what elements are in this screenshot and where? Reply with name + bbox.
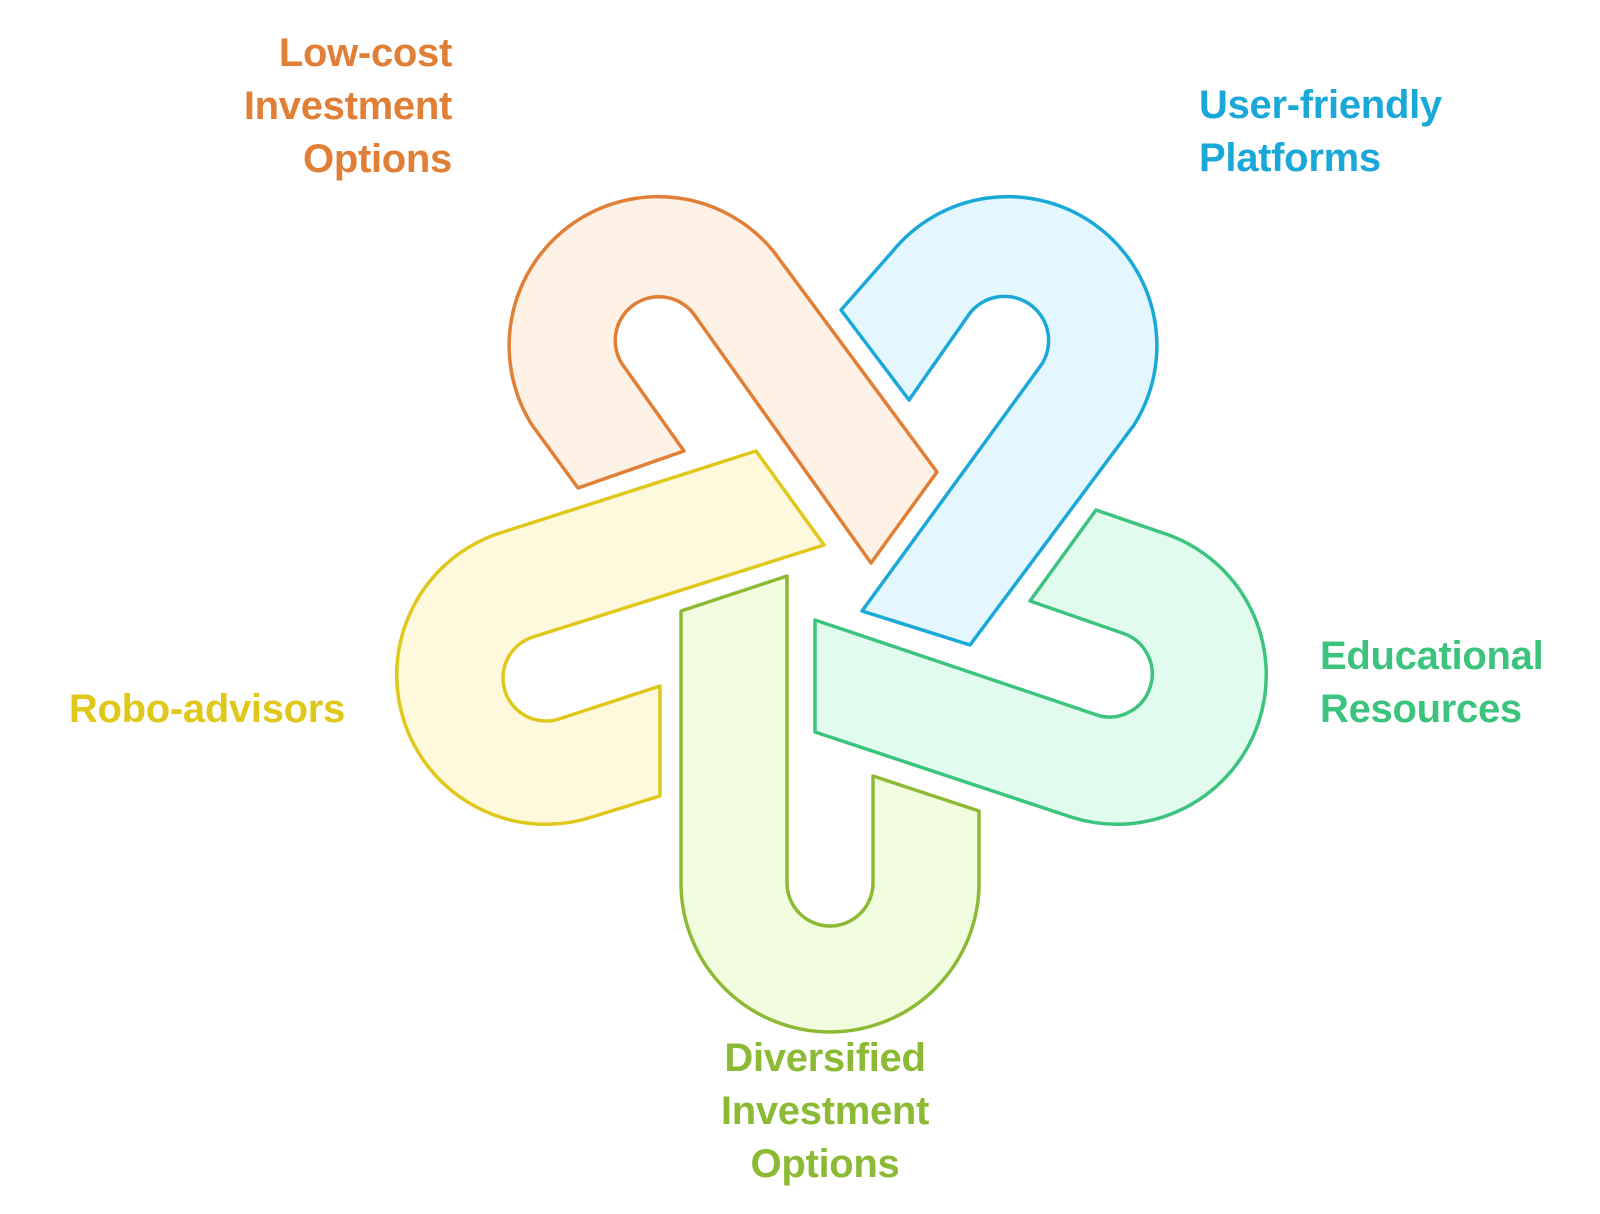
label-line: Options [750, 1142, 900, 1186]
label-diversified-investment-options: Diversified Investment Options [660, 1032, 990, 1191]
label-robo-advisors: Robo-advisors [69, 683, 345, 736]
label-line: User-friendly [1199, 83, 1442, 127]
label-user-friendly-platforms: User-friendly Platforms [1199, 79, 1442, 185]
label-line: Platforms [1199, 136, 1381, 180]
label-low-cost-investment-options: Low-cost Investment Options [244, 27, 452, 186]
link-low-cost-investment-options [507, 194, 939, 565]
label-educational-resources: Educational Resources [1320, 630, 1544, 736]
label-line: Options [303, 137, 452, 181]
label-line: Resources [1320, 687, 1522, 731]
link-diversified-investment-options [679, 574, 981, 1034]
label-line: Low-cost [278, 31, 452, 75]
label-line: Investment [720, 1089, 930, 1133]
link-educational-resources [813, 508, 1269, 826]
label-line: Robo-advisors [68, 687, 345, 731]
label-line: Diversified [724, 1036, 926, 1080]
label-line: Investment [243, 84, 452, 128]
label-line: Educational [1320, 634, 1544, 678]
link-user-friendly-platforms [839, 194, 1159, 647]
link-robo-advisors [394, 449, 826, 826]
